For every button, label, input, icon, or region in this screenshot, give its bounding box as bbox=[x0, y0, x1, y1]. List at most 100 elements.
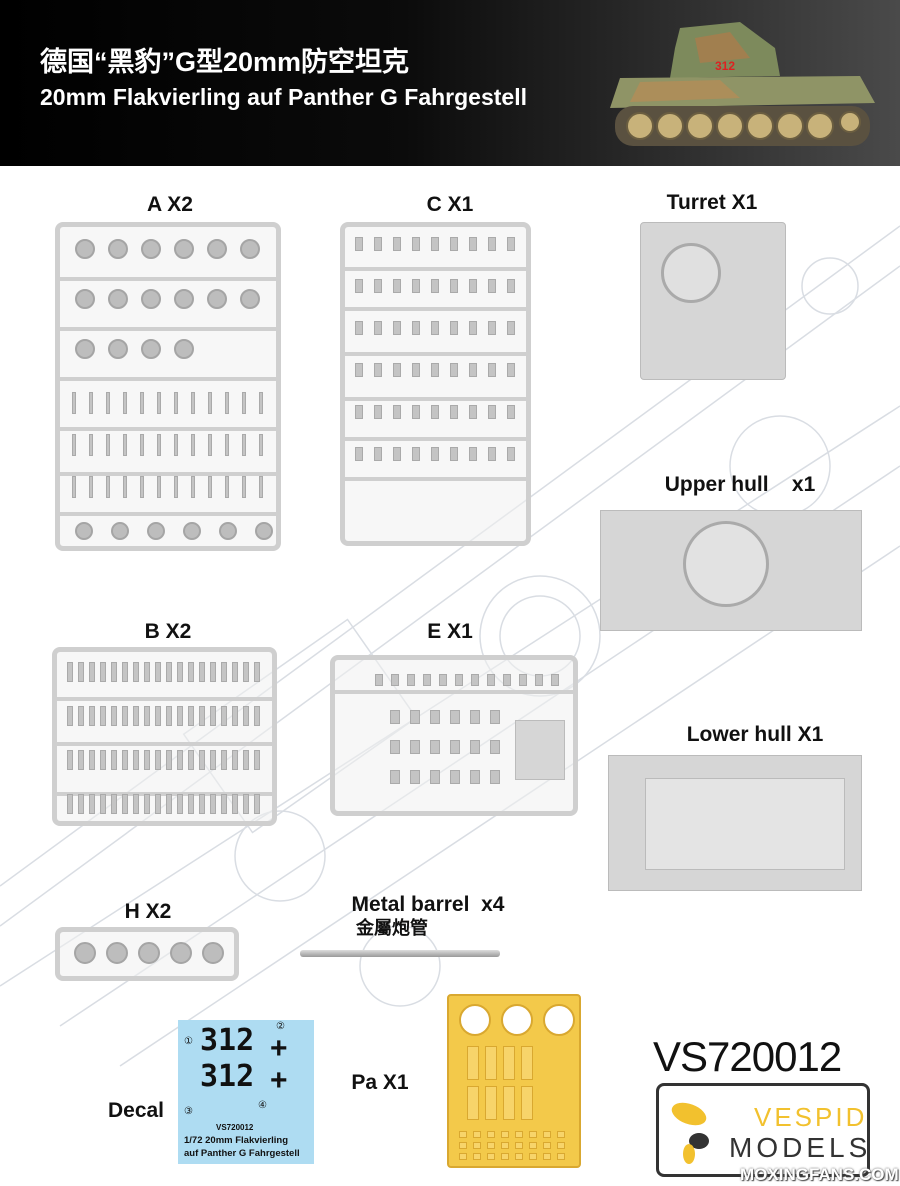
sprue-part bbox=[431, 405, 439, 419]
sprue-part bbox=[100, 662, 106, 682]
label-turret: Turret X1 bbox=[666, 191, 758, 214]
sprue-part bbox=[393, 237, 401, 251]
label-sprue-h: H X2 bbox=[124, 900, 172, 923]
label-sprue-b: B X2 bbox=[144, 620, 192, 643]
sprue-part bbox=[469, 363, 477, 377]
sprue-runner bbox=[60, 427, 276, 431]
sprue-part bbox=[355, 447, 363, 461]
sprue-part bbox=[72, 476, 76, 498]
sprue-runner bbox=[345, 477, 526, 481]
sprue-part bbox=[75, 239, 95, 259]
sprue-part bbox=[254, 662, 260, 682]
tank-image: 312 bbox=[610, 22, 875, 146]
sprue-part bbox=[412, 363, 420, 377]
sprue-part bbox=[100, 794, 106, 814]
sprue-part bbox=[221, 706, 227, 726]
sprue-part bbox=[254, 750, 260, 770]
sprue-part bbox=[521, 1046, 533, 1080]
sprue-part bbox=[144, 706, 150, 726]
sprue-part bbox=[459, 1131, 467, 1138]
sprue-b bbox=[52, 647, 277, 826]
sprue-part bbox=[501, 1004, 533, 1036]
sprue-part bbox=[89, 662, 95, 682]
sprue-part bbox=[188, 750, 194, 770]
sprue-part bbox=[188, 794, 194, 814]
sprue-part bbox=[507, 405, 515, 419]
sprue-part bbox=[141, 339, 161, 359]
sprue-part bbox=[450, 710, 460, 724]
sprue-part bbox=[410, 740, 420, 754]
sprue-part bbox=[507, 363, 515, 377]
sprue-part bbox=[355, 405, 363, 419]
sprue-part bbox=[89, 706, 95, 726]
sprue-part bbox=[470, 770, 480, 784]
sprue-part bbox=[199, 706, 205, 726]
sprue-part bbox=[450, 279, 458, 293]
sprue-part bbox=[450, 363, 458, 377]
sprue-part bbox=[469, 321, 477, 335]
sprue-runner bbox=[57, 697, 272, 701]
sprue-part bbox=[374, 321, 382, 335]
sprue-part bbox=[140, 434, 144, 456]
decal-marker-2: ② bbox=[276, 1021, 285, 1032]
sprue-part bbox=[529, 1153, 537, 1160]
sprue-part bbox=[111, 750, 117, 770]
sprue-part bbox=[199, 662, 205, 682]
sprue-part bbox=[488, 447, 496, 461]
sprue-part bbox=[412, 279, 420, 293]
sprue-part bbox=[507, 237, 515, 251]
sprue-part bbox=[67, 794, 73, 814]
sprue-part bbox=[393, 447, 401, 461]
sprue-part bbox=[374, 447, 382, 461]
sprue-part bbox=[157, 434, 161, 456]
sprue-part bbox=[431, 279, 439, 293]
sprue-part bbox=[543, 1142, 551, 1149]
sprue-part bbox=[470, 740, 480, 754]
sprue-part bbox=[210, 706, 216, 726]
sprue-runner bbox=[345, 437, 526, 441]
sprue-part bbox=[412, 237, 420, 251]
sprue-part bbox=[410, 770, 420, 784]
sprue-part bbox=[488, 321, 496, 335]
sprue-part bbox=[221, 662, 227, 682]
sprue-part bbox=[487, 1153, 495, 1160]
sprue-part bbox=[177, 794, 183, 814]
sprue-part bbox=[166, 794, 172, 814]
sprue-runner bbox=[60, 277, 276, 281]
decal-marker-1: ① bbox=[184, 1036, 193, 1047]
sprue-part bbox=[430, 770, 440, 784]
sprue-part bbox=[431, 237, 439, 251]
label-photo-etch: Pa X1 bbox=[351, 1071, 409, 1094]
sprue-part bbox=[431, 363, 439, 377]
sprue-runner bbox=[345, 307, 526, 311]
sprue-part bbox=[243, 794, 249, 814]
sprue-part bbox=[78, 662, 84, 682]
decal-sheet: ① 312 ② + 312 + ③ ④ VS720012 1/72 20mm F… bbox=[178, 1020, 314, 1164]
sprue-part bbox=[111, 662, 117, 682]
sprue-part bbox=[355, 321, 363, 335]
sprue-part bbox=[122, 706, 128, 726]
sprue-part bbox=[106, 392, 110, 414]
sprue-part bbox=[78, 750, 84, 770]
sprue-part bbox=[431, 321, 439, 335]
sprue-part bbox=[242, 392, 246, 414]
sprue-part bbox=[557, 1131, 565, 1138]
sprue-part bbox=[407, 674, 415, 686]
sprue-part bbox=[393, 405, 401, 419]
sprue-part bbox=[100, 706, 106, 726]
sprue-part bbox=[459, 1142, 467, 1149]
sprue-part bbox=[507, 447, 515, 461]
sprue-part bbox=[210, 750, 216, 770]
sprue-part bbox=[166, 662, 172, 682]
sprue-part bbox=[123, 392, 127, 414]
sprue-part bbox=[155, 750, 161, 770]
sprue-part bbox=[106, 942, 128, 964]
sprue-runner bbox=[57, 792, 272, 796]
sprue-part bbox=[141, 239, 161, 259]
sprue-part bbox=[188, 706, 194, 726]
sprue-a bbox=[55, 222, 281, 551]
sprue-part bbox=[106, 476, 110, 498]
sprue-part bbox=[515, 1142, 523, 1149]
sprue-part bbox=[254, 706, 260, 726]
sprue-part bbox=[470, 710, 480, 724]
